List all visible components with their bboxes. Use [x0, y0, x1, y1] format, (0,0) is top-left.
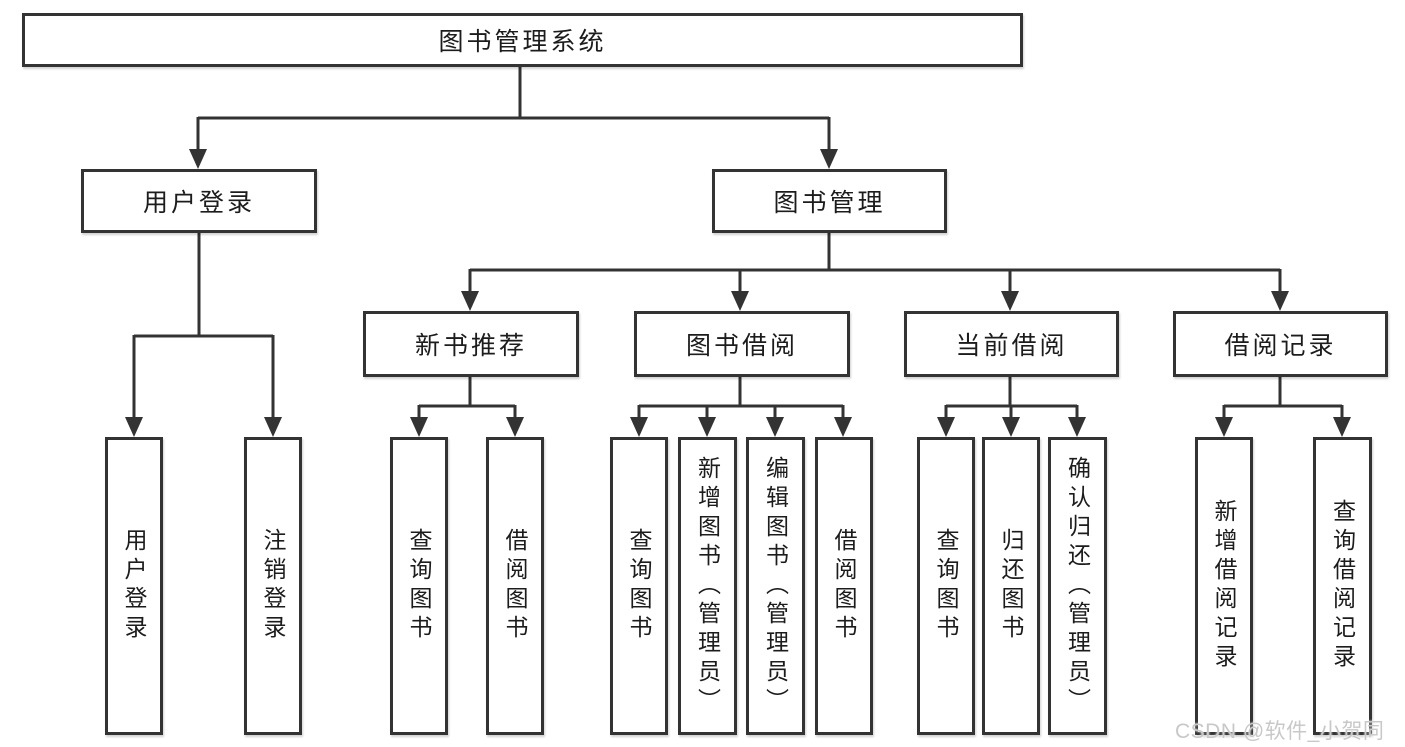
- leaf-borrow-book: 借阅图书: [815, 437, 873, 735]
- leaf-logout: 注销登录: [244, 437, 302, 735]
- leaf-query-book-current: 查询图书: [917, 437, 975, 735]
- leaf-return-book: 归还图书: [982, 437, 1040, 735]
- leaf-query-borrow-record: 查询借阅记录: [1313, 437, 1372, 735]
- leaf-borrow-book-recommend: 借阅图书: [486, 437, 544, 735]
- leaf-edit-book-admin: 编辑图书（管理员）: [746, 437, 805, 735]
- node-book-borrow: 图书借阅: [634, 311, 850, 377]
- leaf-add-book-admin: 新增图书（管理员）: [678, 437, 737, 735]
- leaf-user-login: 用户登录: [105, 437, 163, 735]
- leaf-query-book-recommend: 查询图书: [390, 437, 448, 735]
- node-current-borrow: 当前借阅: [904, 311, 1119, 377]
- node-user-login: 用户登录: [81, 169, 317, 233]
- node-book-management: 图书管理: [712, 169, 947, 233]
- node-new-book-recommend: 新书推荐: [363, 311, 579, 377]
- leaf-query-book-borrow: 查询图书: [610, 437, 668, 735]
- node-borrow-record: 借阅记录: [1173, 311, 1388, 377]
- node-library-system-root: 图书管理系统: [22, 13, 1023, 67]
- leaf-add-borrow-record: 新增借阅记录: [1195, 437, 1253, 735]
- leaf-confirm-return-admin: 确认归还（管理员）: [1048, 437, 1107, 735]
